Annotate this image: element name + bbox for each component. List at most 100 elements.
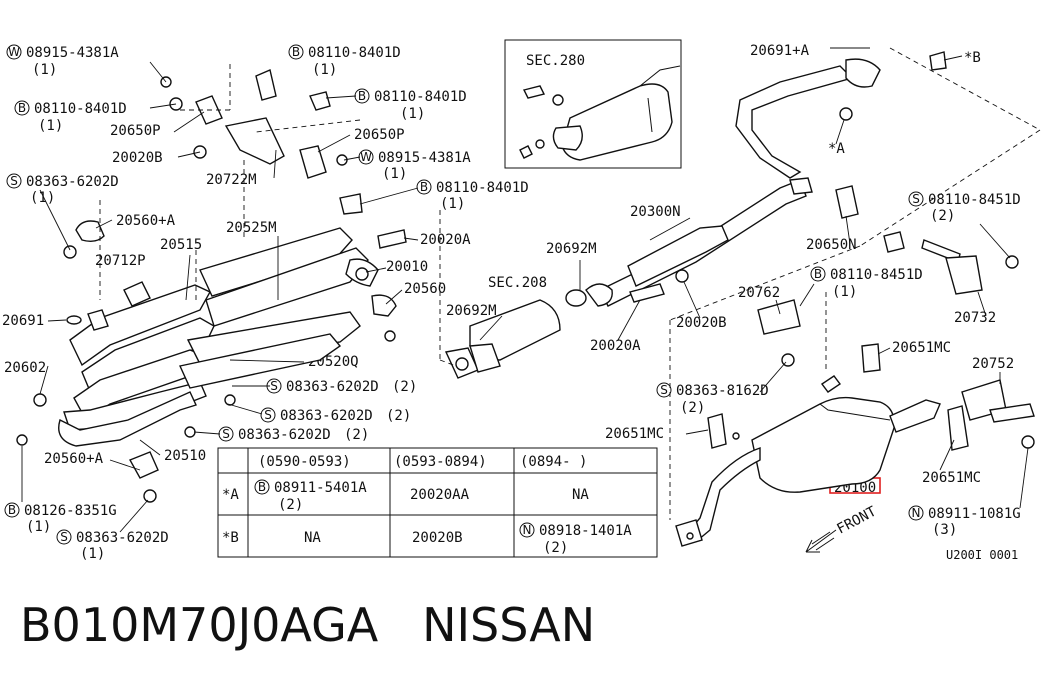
svg-text:S: S	[264, 408, 272, 422]
svg-text:(1): (1)	[382, 166, 407, 182]
table-cell: 20020B	[412, 530, 463, 546]
screw-symbol-icon	[56, 529, 72, 545]
svg-text:(1): (1)	[38, 118, 63, 134]
screw-symbol-icon	[6, 173, 22, 189]
svg-text:(2): (2)	[386, 408, 411, 424]
svg-text:08363-6202D: 08363-6202D	[286, 379, 379, 395]
svg-text:08110-8451D: 08110-8451D	[830, 267, 923, 283]
callout-08363-6202D-a: S 08363-6202D (2)	[266, 378, 417, 395]
label-20515: 20515	[160, 237, 202, 253]
label-20020A-mid: 20020A	[590, 338, 641, 354]
footer-part-code: B010M70J0AGA	[20, 598, 379, 652]
svg-text:S: S	[222, 427, 230, 441]
svg-text:B: B	[292, 45, 300, 59]
svg-text:08918-1401A: 08918-1401A	[539, 523, 632, 539]
label-20020B-a: 20020B	[112, 150, 163, 166]
svg-text:08363-6202D: 08363-6202D	[280, 408, 373, 424]
bolt-symbol-icon	[254, 479, 270, 495]
svg-text:(2): (2)	[278, 497, 303, 513]
bolt-symbol-icon	[4, 502, 20, 518]
label-20651MC-b: 20651MC	[605, 426, 664, 442]
svg-text:08110-8401D: 08110-8401D	[34, 101, 127, 117]
label-20651MC-c: 20651MC	[922, 470, 981, 486]
svg-text:B: B	[358, 89, 366, 103]
footer-brand: NISSAN	[422, 598, 596, 652]
callout-08110-8451D-mid: B 08110-8451D (1)	[810, 266, 923, 300]
table-cell: 20020AA	[410, 487, 470, 503]
label-20650P-b: 20650P	[354, 127, 405, 143]
svg-text:(1): (1)	[440, 196, 465, 212]
label-20712P: 20712P	[95, 253, 146, 269]
svg-text:08911-5401A: 08911-5401A	[274, 480, 367, 496]
label-20692M-a: 20692M	[546, 241, 597, 257]
variant-table: (0590-0593) (0593-0894) (0894- ) *A B 08…	[217, 447, 658, 558]
svg-text:(1): (1)	[80, 546, 105, 562]
callout-08363-6202D-bottom: S 08363-6202D (1)	[56, 529, 169, 562]
svg-text:S: S	[660, 383, 668, 397]
svg-text:(2): (2)	[930, 208, 955, 224]
svg-text:B: B	[258, 480, 266, 494]
callout-08126-8351G: B 08126-8351G (1)	[4, 502, 117, 535]
dashed-reference-lines	[99, 47, 1041, 520]
callout-08363-6202D-left: S 08363-6202D (1)	[6, 173, 119, 206]
label-20020B-b: 20020B	[676, 315, 727, 331]
svg-text:(2): (2)	[344, 427, 369, 443]
sec280-inset	[504, 39, 682, 169]
nut-symbol-icon	[519, 522, 535, 538]
front-exhaust-pipe-drawing	[16, 69, 407, 503]
svg-text:B: B	[814, 267, 822, 281]
footer-caption: B010M70J0AGA NISSAN	[20, 598, 595, 652]
leader-lines	[21, 47, 1029, 533]
label-20010: 20010	[386, 259, 428, 275]
bolt-symbol-icon	[416, 179, 432, 195]
callout-08915-4381A-mid: W 08915-4381A (1)	[358, 149, 471, 182]
label-20651MC-a: 20651MC	[892, 340, 951, 356]
label-20560: 20560	[404, 281, 446, 297]
svg-text:08363-8162D: 08363-8162D	[676, 383, 769, 399]
svg-text:B: B	[18, 101, 26, 115]
nut-symbol-icon	[908, 505, 924, 521]
callout-08911-1081G: N 08911-1081G (3)	[908, 505, 1021, 538]
svg-text:W: W	[8, 45, 20, 59]
callout-08110-8401D-top: B 08110-8401D (1)	[288, 44, 401, 78]
svg-text:B: B	[8, 503, 16, 517]
label-sec280: SEC.280	[526, 53, 585, 69]
table-header-1: (0590-0593)	[258, 454, 351, 470]
svg-text:08363-6202D: 08363-6202D	[76, 530, 169, 546]
washer-symbol-icon	[6, 44, 22, 60]
svg-text:(1): (1)	[32, 62, 57, 78]
callout-08110-8401D-left: B 08110-8401D (1)	[14, 100, 127, 134]
diagram-code: U200I 0001	[946, 548, 1018, 562]
label-20650N: 20650N	[806, 237, 857, 253]
svg-text:(1): (1)	[400, 106, 425, 122]
svg-text:(2): (2)	[680, 400, 705, 416]
label-20020A-top: 20020A	[420, 232, 471, 248]
callout-08363-6202D-c: S 08363-6202D (2)	[218, 426, 369, 443]
bolt-symbol-icon	[14, 100, 30, 116]
table-header-2: (0593-0894)	[394, 454, 487, 470]
label-20602: 20602	[4, 360, 46, 376]
label-20525M: 20525M	[226, 220, 277, 236]
label-20732: 20732	[954, 310, 996, 326]
center-pipe-drawing	[444, 51, 1019, 379]
callout-08363-8162D: S 08363-8162D (2)	[656, 382, 769, 416]
svg-text:S: S	[270, 379, 278, 393]
svg-text:08911-1081G: 08911-1081G	[928, 506, 1021, 522]
screw-symbol-icon	[908, 191, 924, 207]
svg-text:08363-6202D: 08363-6202D	[26, 174, 119, 190]
label-20560A-bottom: 20560+A	[44, 451, 104, 467]
front-arrow-icon	[805, 529, 837, 553]
screw-symbol-icon	[656, 382, 672, 398]
svg-text:(1): (1)	[26, 519, 51, 535]
svg-text:08110-8401D: 08110-8401D	[374, 89, 467, 105]
svg-text:08915-4381A: 08915-4381A	[26, 45, 119, 61]
svg-text:S: S	[60, 530, 68, 544]
label-20722M: 20722M	[206, 172, 257, 188]
svg-text:08363-6202D: 08363-6202D	[238, 427, 331, 443]
svg-text:N: N	[523, 523, 532, 537]
label-20560A-top: 20560+A	[116, 213, 176, 229]
svg-text:(2): (2)	[543, 540, 568, 556]
callout-08363-6202D-b: S 08363-6202D (2)	[260, 407, 411, 424]
svg-text:N: N	[912, 506, 921, 520]
